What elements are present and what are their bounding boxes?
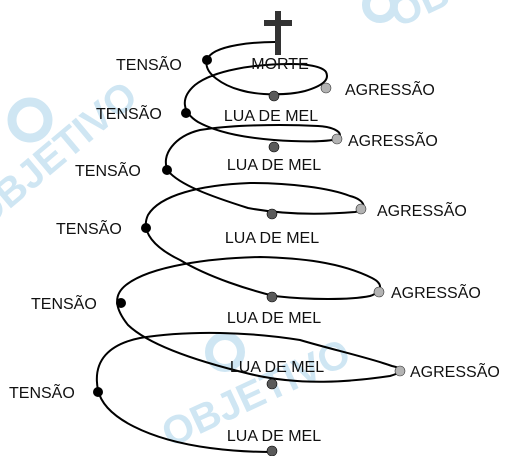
honeymoon-node — [266, 378, 278, 390]
aggression-node — [331, 133, 343, 145]
honeymoon-label: LUA DE MEL — [227, 157, 321, 174]
tension-node — [93, 387, 103, 397]
honeymoon-label: LUA DE MEL — [230, 359, 324, 376]
tension-node — [116, 298, 126, 308]
aggression-node — [373, 286, 385, 298]
tension-label: TENSÃO — [75, 160, 141, 180]
tension-label: TENSÃO — [9, 382, 75, 402]
tension-label: TENSÃO — [116, 54, 182, 74]
tension-node — [181, 108, 191, 118]
tension-label: TENSÃO — [96, 103, 162, 123]
aggression-node — [355, 203, 367, 215]
watermark-text: OBJETIVO — [383, 0, 515, 36]
honeymoon-label: LUA DE MEL — [227, 428, 321, 445]
aggression-nodes — [320, 82, 406, 377]
honeymoon-node — [266, 208, 278, 220]
cycle-spiral-curve — [95, 41, 401, 453]
death-label: MORTE — [251, 56, 308, 73]
honeymoon-label: LUA DE MEL — [224, 108, 318, 125]
watermark-logo-top-right: OBJETIVO — [362, 0, 515, 36]
aggression-node — [320, 82, 332, 94]
watermark-logo-left: OBJETIVO — [0, 73, 146, 237]
aggression-label: AGRESSÃO — [345, 79, 435, 99]
honeymoon-node — [266, 445, 278, 456]
honeymoon-node — [268, 90, 280, 102]
honeymoon-label: LUA DE MEL — [227, 310, 321, 327]
aggression-node — [394, 365, 406, 377]
honeymoon-label: LUA DE MEL — [225, 230, 319, 247]
honeymoon-nodes — [266, 90, 280, 456]
aggression-label: AGRESSÃO — [410, 361, 500, 381]
aggression-label: AGRESSÃO — [391, 282, 481, 302]
aggression-label: AGRESSÃO — [348, 130, 438, 150]
tension-label: TENSÃO — [31, 293, 97, 313]
honeymoon-node — [268, 141, 280, 153]
honeymoon-node — [266, 291, 278, 303]
tension-nodes — [93, 55, 212, 397]
cross-icon — [264, 11, 292, 55]
tension-label: TENSÃO — [56, 218, 122, 238]
tension-node — [202, 55, 212, 65]
watermark-text: OBJETIVO — [0, 73, 146, 237]
aggression-label: AGRESSÃO — [377, 200, 467, 220]
tension-node — [162, 165, 172, 175]
tension-node — [141, 223, 151, 233]
